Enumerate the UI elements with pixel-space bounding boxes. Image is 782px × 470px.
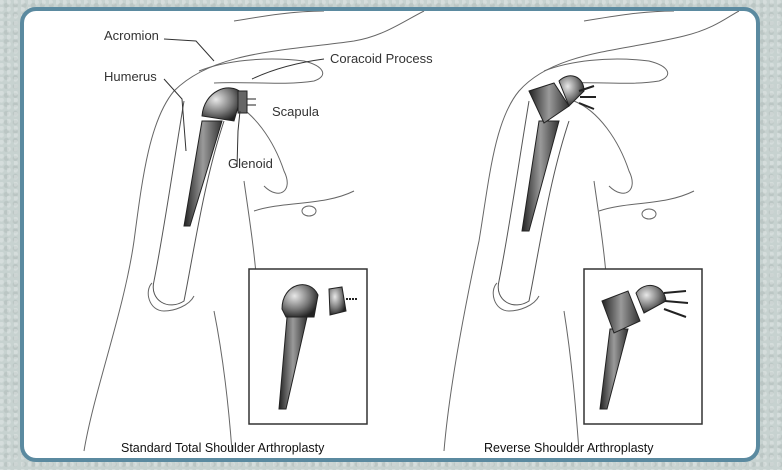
diagram-frame: Acromion Coracoid Process Humerus Scapul… [20, 7, 760, 462]
label-coracoid-process: Coracoid Process [330, 51, 433, 66]
label-acromion: Acromion [104, 28, 159, 43]
caption-standard: Standard Total Shoulder Arthroplasty [121, 441, 324, 455]
label-glenoid: Glenoid [228, 156, 273, 171]
acromion-leader [164, 39, 214, 61]
humeral-head-implant [202, 88, 242, 121]
label-humerus: Humerus [104, 69, 157, 84]
torso-line [214, 311, 232, 451]
nipple [302, 206, 316, 216]
glenoid-implant [238, 91, 247, 113]
reverse-shoulder-illustration [444, 11, 739, 451]
stem-implant [184, 121, 222, 226]
coracoid-leader [252, 59, 324, 79]
neck-outline [234, 11, 324, 21]
scapula-outline [574, 101, 632, 193]
label-scapula: Scapula [272, 104, 319, 119]
caption-reverse: Reverse Shoulder Arthroplasty [484, 441, 654, 455]
nipple [642, 209, 656, 219]
